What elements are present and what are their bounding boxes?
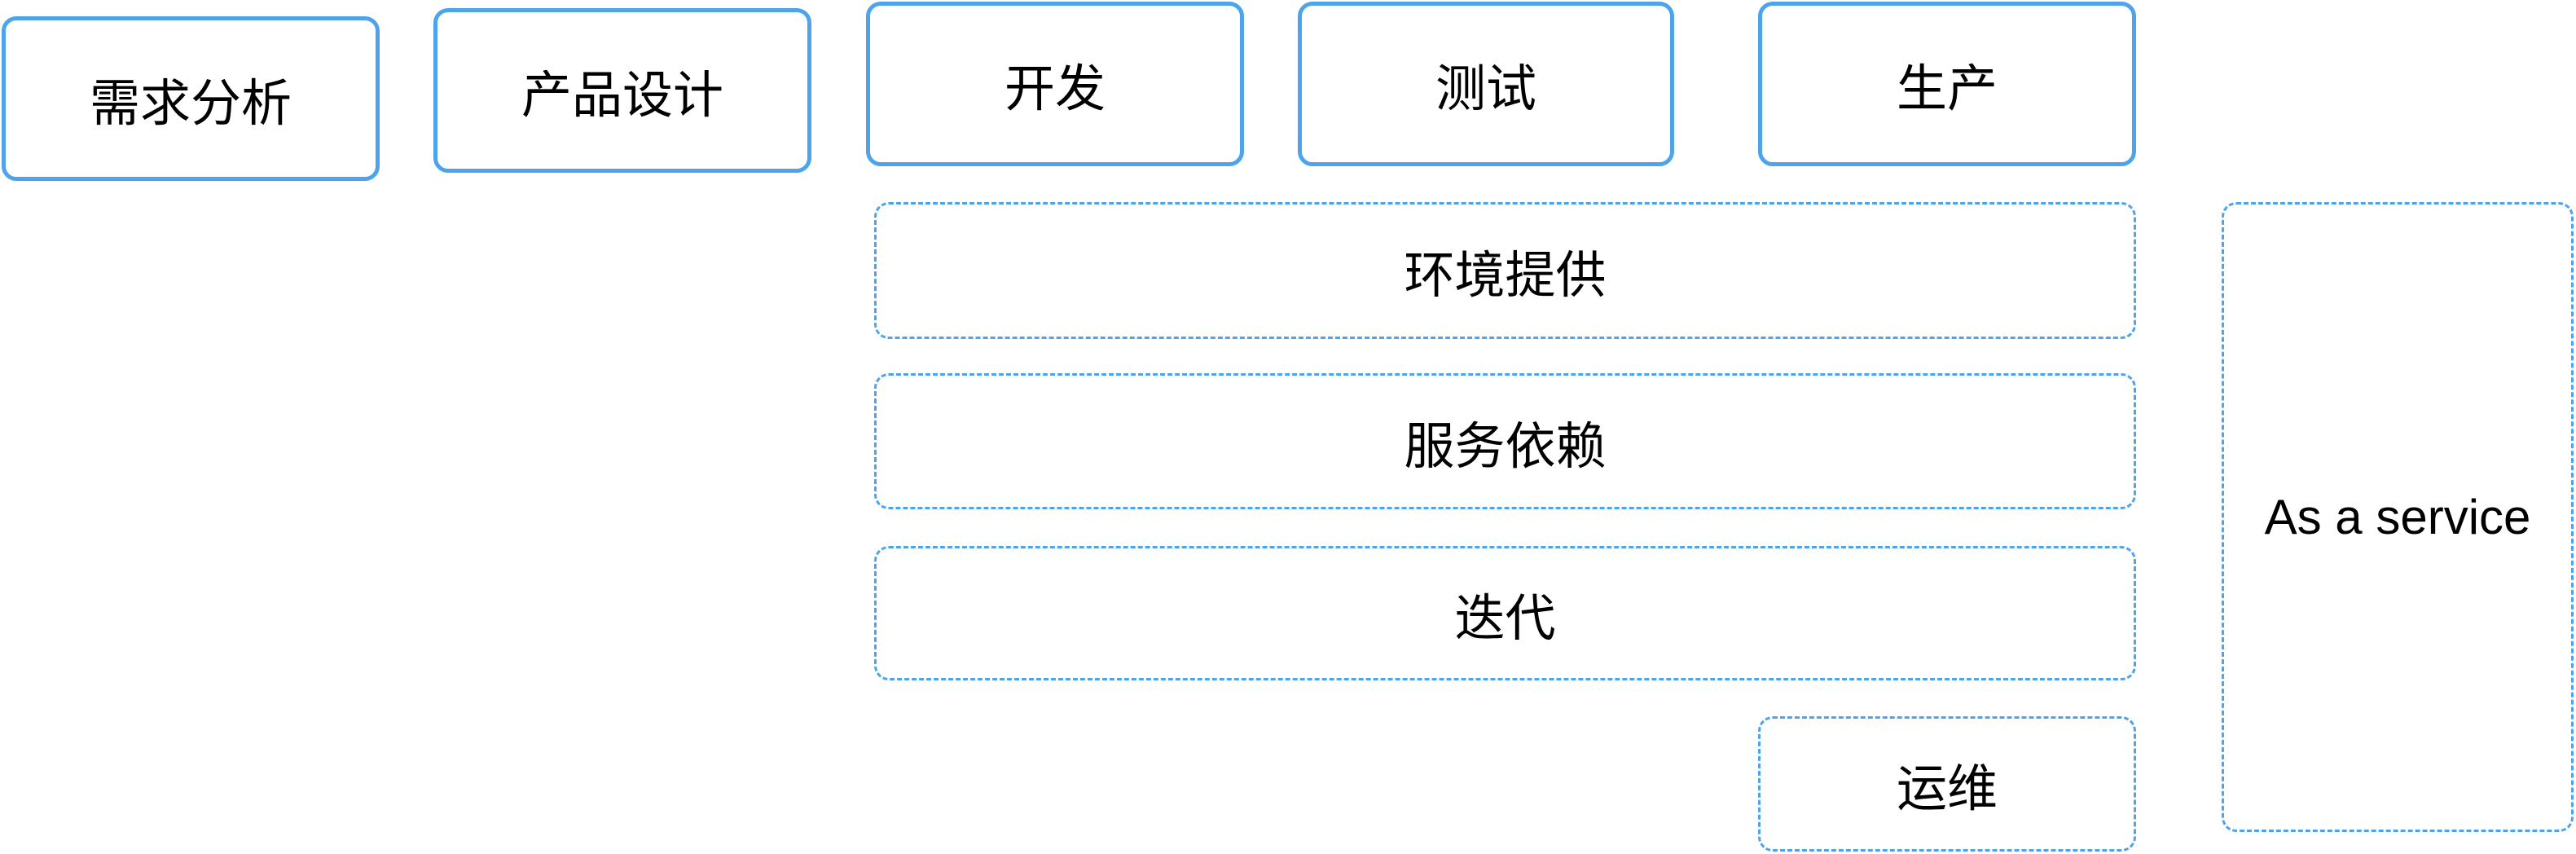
stage-production: 生产 [1758, 2, 2136, 166]
layer-environment-provision: 环境提供 [874, 202, 2136, 339]
stage-label: 开发 [1004, 59, 1106, 118]
layer-label: 运维 [1896, 759, 1998, 818]
layer-label: 环境提供 [1404, 245, 1607, 305]
stage-label: 测试 [1435, 59, 1536, 118]
stage-label: 产品设计 [521, 65, 723, 125]
stage-product-design: 产品设计 [433, 8, 811, 173]
stage-requirements-analysis: 需求分析 [2, 16, 380, 181]
as-a-service-panel: As a service [2222, 202, 2574, 832]
stage-label: 生产 [1896, 59, 1998, 118]
stage-label: 需求分析 [89, 73, 292, 133]
service-label: As a service [2264, 490, 2531, 544]
layer-label: 迭代 [1454, 588, 1556, 648]
layer-service-dependency: 服务依赖 [874, 373, 2136, 509]
stage-testing: 测试 [1298, 2, 1674, 166]
layer-label: 服务依赖 [1404, 416, 1607, 476]
layer-iteration: 迭代 [874, 546, 2136, 680]
layer-operations: 运维 [1758, 716, 2136, 852]
stage-development: 开发 [866, 2, 1244, 166]
